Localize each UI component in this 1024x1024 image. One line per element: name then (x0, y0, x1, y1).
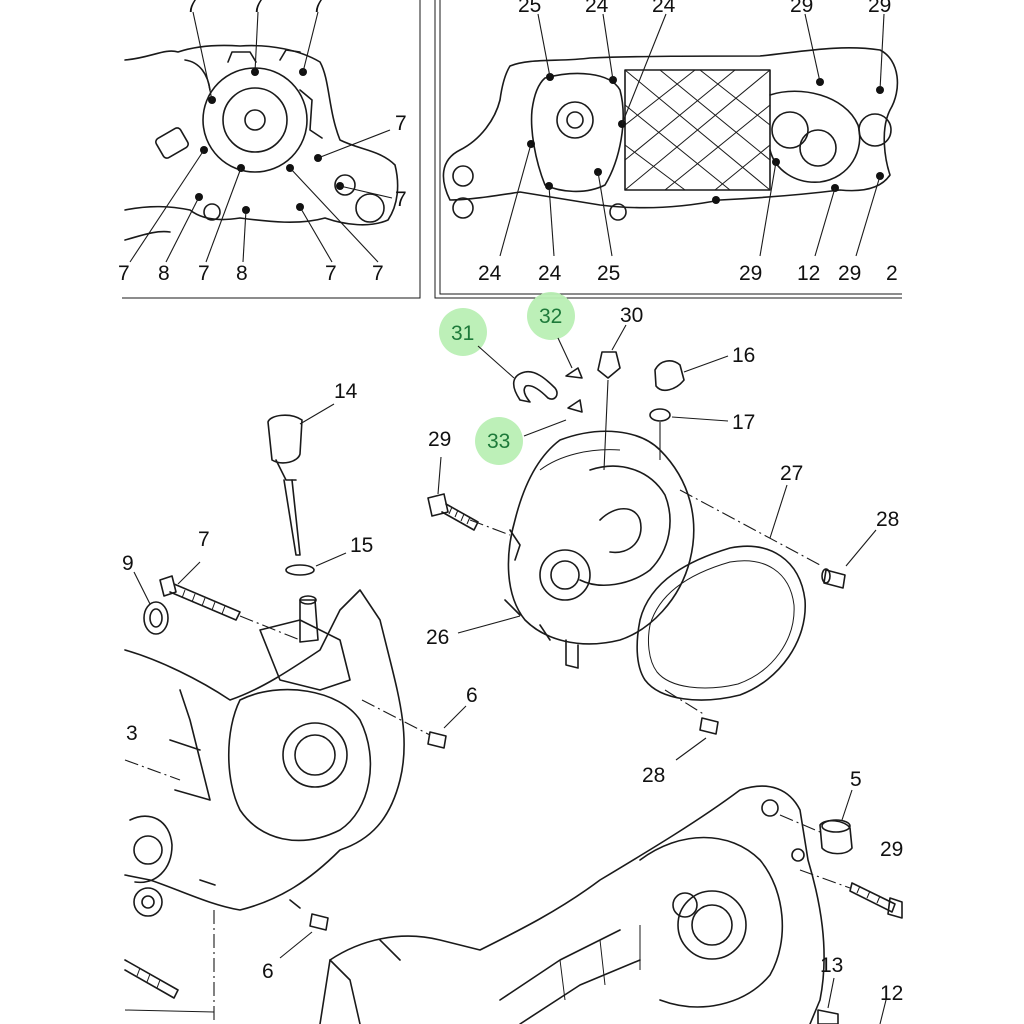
inset-right-label: 24 (538, 262, 562, 285)
oring-17 (649, 408, 671, 422)
inset-right-label: 25 (518, 0, 541, 17)
oring-15 (285, 564, 315, 576)
breather-parts (477, 324, 729, 471)
inset-right-label: 24 (652, 0, 676, 17)
clip-32 (565, 367, 583, 379)
callout-27: 27 (780, 462, 803, 485)
inset-left-label: 7 (118, 262, 130, 285)
callout-16: 16 (732, 344, 755, 367)
elbow-16 (654, 360, 685, 392)
inset-right-label: 24 (478, 262, 502, 285)
callout-labels: 31 32 33 30 16 17 14 29 27 28 9 7 15 26 … (122, 304, 903, 1005)
seal-9 (143, 601, 169, 635)
inset-right-label: 29 (739, 262, 762, 285)
left-crankcase (124, 561, 467, 1020)
inset-right-label: 2 (886, 262, 898, 285)
callout-9: 9 (122, 552, 134, 575)
bolt-29 (427, 456, 479, 531)
bearing-5 (819, 819, 853, 855)
inset-left-label: 7 (312, 0, 324, 17)
highlight-32 (527, 292, 575, 340)
dipstick (267, 403, 347, 576)
inset-left-label: 7 (372, 262, 384, 285)
dowel-28b (675, 717, 719, 761)
callout-14: 14 (334, 380, 358, 403)
callout-29: 29 (880, 838, 903, 861)
inset-left: 7 7 7 7 7 7 8 7 8 7 7 (118, 0, 421, 299)
fitting-30 (597, 351, 621, 379)
highlight-31 (439, 308, 487, 356)
callout-6: 6 (262, 960, 274, 983)
inset-right-label: 29 (868, 0, 891, 17)
dowel-28a (821, 529, 877, 589)
callout-12: 12 (880, 982, 903, 1005)
inset-left-label: 8 (236, 262, 248, 285)
inset-right-label: 12 (797, 262, 820, 285)
inset-right-label: 25 (597, 262, 620, 285)
callout-32: 32 (539, 305, 562, 328)
callout-6: 6 (466, 684, 478, 707)
inset-right-label: 24 (585, 0, 609, 17)
inset-left-frame (122, 0, 421, 299)
callout-33: 33 (487, 430, 510, 453)
inset-right-bolt-dots (527, 73, 884, 204)
callout-7: 7 (198, 528, 210, 551)
inset-left-label: 7 (186, 0, 198, 17)
dowel-6a (427, 731, 447, 749)
inset-left-label: 8 (158, 262, 170, 285)
callout-13: 13 (820, 954, 843, 977)
inset-left-leaders (129, 11, 393, 263)
inset-right-label: 29 (838, 262, 861, 285)
callout-15: 15 (350, 534, 373, 557)
hose-31 (512, 370, 558, 403)
callout-28: 28 (876, 508, 899, 531)
bolt-7 (159, 575, 241, 621)
inset-left-label: 7 (395, 112, 407, 135)
callout-17: 17 (732, 411, 755, 434)
inset-right-leaders (499, 13, 885, 257)
callout-31: 31 (451, 322, 474, 345)
inset-left-label: 7 (395, 188, 407, 211)
highlight-33 (475, 417, 523, 465)
callout-3: 3 (126, 722, 138, 745)
crankcase-cover (457, 430, 821, 716)
callout-30: 30 (620, 304, 643, 327)
bolt-29b (849, 882, 896, 913)
inset-right-frame (434, 0, 902, 299)
callout-29: 29 (428, 428, 451, 451)
callout-28: 28 (642, 764, 665, 787)
inset-left-label: 7 (198, 262, 210, 285)
gasket-27 (636, 545, 806, 701)
inset-left-label: 7 (252, 0, 264, 17)
callout-26: 26 (426, 626, 449, 649)
dowel-6b (309, 913, 329, 931)
washer-13 (817, 1009, 839, 1024)
inset-left-label: 7 (325, 262, 337, 285)
inset-right: 25 24 24 29 29 24 24 25 29 12 29 2 (434, 0, 902, 299)
inset-left-bolt-dots (195, 68, 344, 214)
right-crankcase (319, 785, 903, 1024)
callout-5: 5 (850, 768, 862, 791)
inset-right-label: 29 (790, 0, 813, 17)
highlight-markers (439, 292, 575, 465)
clip-33 (567, 399, 583, 413)
